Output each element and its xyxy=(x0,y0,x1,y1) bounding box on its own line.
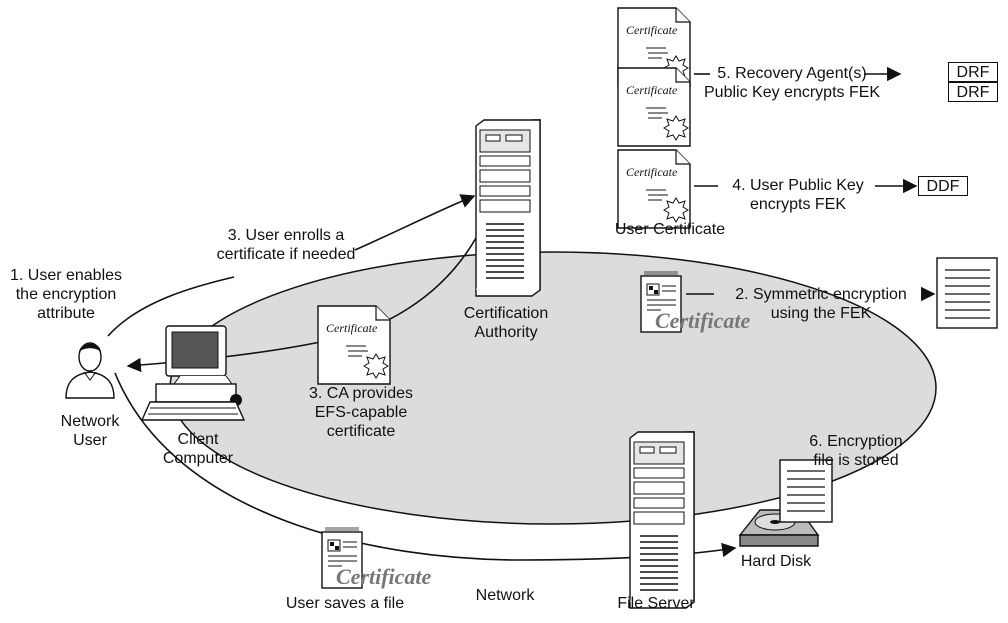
ca-certificate-icon xyxy=(317,305,391,385)
drf-box-2: DRF xyxy=(948,82,998,102)
file-server-label: File Server xyxy=(617,595,695,612)
recovery-agent-label: 5. Recovery Agent(s)Public Key encrypts … xyxy=(704,65,881,101)
user-enables-line xyxy=(107,276,235,337)
saved-file-icon xyxy=(321,527,433,590)
hard-disk-label: Hard Disk xyxy=(740,553,812,570)
enroll-arrow xyxy=(354,194,476,251)
ddf-box: DDF xyxy=(918,176,968,196)
file-server-icon xyxy=(629,431,695,609)
client-computer-icon xyxy=(140,325,246,421)
user-certificate-icon xyxy=(617,149,691,229)
ca-server-icon xyxy=(475,119,541,297)
drf-box-1: DRF xyxy=(948,62,998,82)
network-label: Network xyxy=(475,587,535,604)
network-user-icon xyxy=(65,342,115,399)
hard-disk-icon xyxy=(738,459,833,547)
encrypted-document-icon xyxy=(936,257,998,329)
user-certificate-label: User Certificate xyxy=(614,221,726,238)
user-saves-label: User saves a file xyxy=(285,595,405,612)
recovery-certificate-icon-2 xyxy=(617,67,691,147)
